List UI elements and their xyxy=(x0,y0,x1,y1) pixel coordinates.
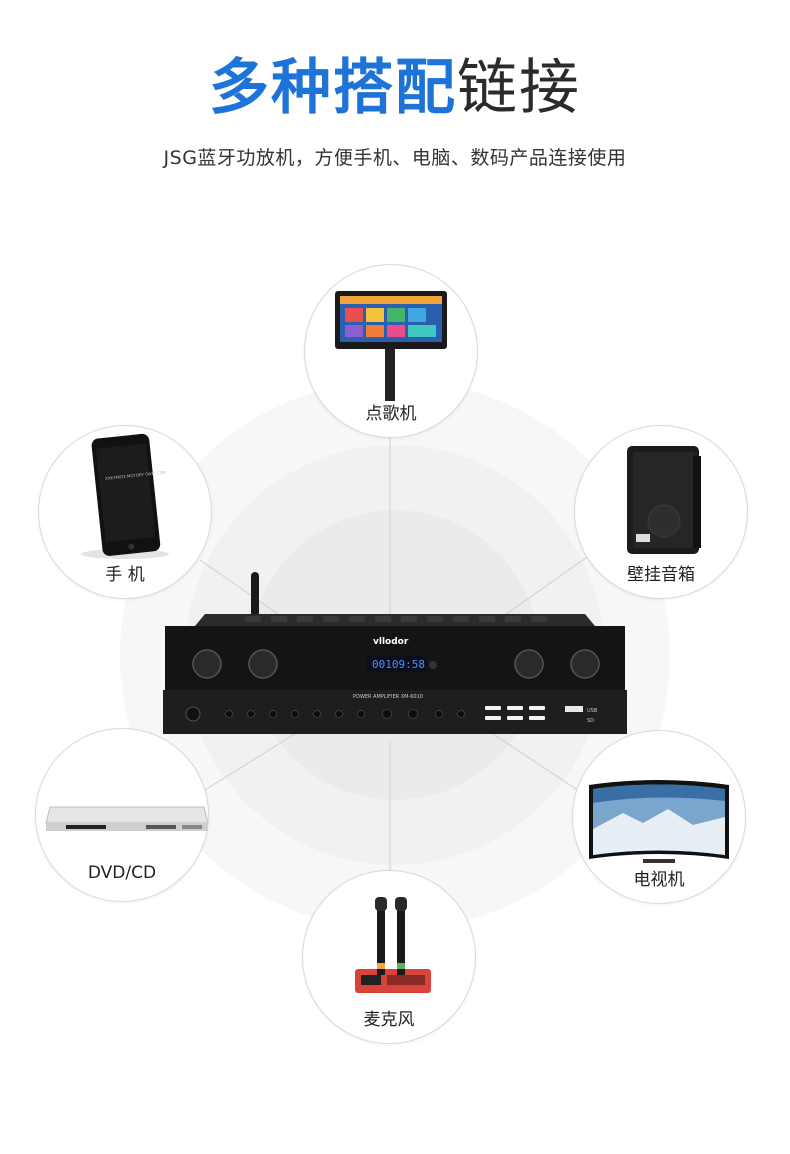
volume-knob-3 xyxy=(514,649,544,679)
karaoke-label: 点歌机 xyxy=(365,404,417,424)
usb-label: USB xyxy=(587,708,598,714)
karaoke-machine-icon xyxy=(335,291,447,401)
page-subtitle: JSG蓝牙功放机，方便手机、电脑、数码产品连接使用 xyxy=(163,147,627,169)
device-microphone: 麦克风 xyxy=(302,870,476,1044)
microphone-label: 麦克风 xyxy=(363,1010,415,1030)
wall-speaker-icon xyxy=(627,446,701,554)
speaker-label: 壁挂音箱 xyxy=(627,565,695,585)
page-title: 多种搭配链接 xyxy=(0,48,790,128)
dvd-player-icon xyxy=(45,806,208,831)
device-tv: 电视机 xyxy=(572,730,746,904)
sd-label: SD xyxy=(587,718,594,724)
title-rest: 链接 xyxy=(457,53,581,123)
phone-screen-text: XXK-MKO3 MOTORY 0WP! C3M xyxy=(105,470,167,481)
phone-label: 手 机 xyxy=(105,565,145,585)
title-highlight: 多种搭配 xyxy=(209,53,457,123)
power-amplifier: vllodor 00109:58 POWER AMPLIFIER XM-6010… xyxy=(155,572,635,742)
mobile-phone-icon: XXK-MKO3 MOTORY 0WP! C3M xyxy=(81,433,169,559)
device-dvd: DVD/CD xyxy=(35,728,209,902)
brand-logo: vllodor xyxy=(373,637,409,647)
volume-knob-1 xyxy=(192,649,222,679)
tv-label: 电视机 xyxy=(633,870,685,890)
device-speaker: 壁挂音箱 xyxy=(574,425,748,599)
model-text: POWER AMPLIFIER XM-6010 xyxy=(353,694,423,700)
device-phone: XXK-MKO3 MOTORY 0WP! C3M 手 机 xyxy=(38,425,212,599)
device-karaoke: 点歌机 xyxy=(304,264,478,438)
tv-icon xyxy=(589,780,729,863)
volume-knob-4 xyxy=(570,649,600,679)
dvd-label: DVD/CD xyxy=(87,863,157,883)
wireless-microphone-icon xyxy=(355,897,431,993)
volume-knob-2 xyxy=(248,649,278,679)
display-readout: 00109:58 xyxy=(372,658,425,671)
